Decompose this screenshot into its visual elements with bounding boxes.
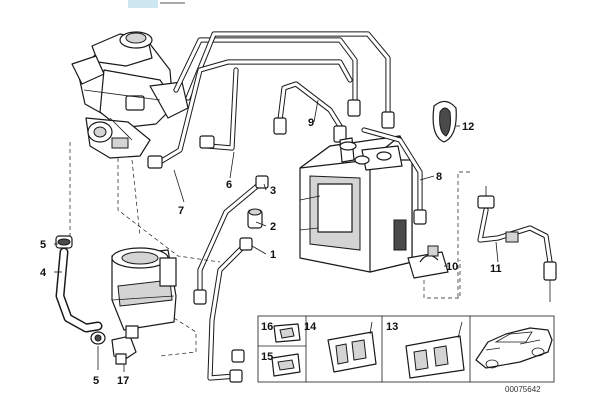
label-part-4: 4: [40, 267, 47, 279]
label-part-7: 7: [178, 205, 184, 217]
label-part-11: 11: [490, 263, 502, 275]
label-part-15: 15: [261, 351, 273, 363]
bracket-10: [407, 245, 449, 279]
master-cylinder-assembly: [71, 31, 189, 159]
lower-brake-lines: [193, 175, 269, 383]
label-part-2: 2: [270, 221, 276, 233]
label-part-9: 9: [308, 117, 314, 129]
label-part-5-top: 5: [40, 239, 46, 251]
label-part-5-bottom: 5: [93, 375, 99, 387]
union-nut-2: [247, 208, 263, 229]
label-part-10: 10: [446, 261, 458, 273]
inset-panel: [257, 315, 555, 383]
label-leaders: [54, 99, 499, 372]
upper-brake-lines: [157, 31, 391, 165]
label-part-6: 6: [226, 179, 232, 191]
elbow-fitting-17: [111, 325, 139, 365]
label-part-13: 13: [386, 321, 398, 333]
hose-4: [55, 235, 103, 333]
brake-line-9: [277, 81, 343, 129]
label-part-8: 8: [436, 171, 442, 183]
label-part-12: 12: [462, 121, 474, 133]
pump-motor-unit: [111, 247, 177, 331]
pipe-fittings: [147, 99, 395, 169]
label-part-3: 3: [270, 185, 276, 197]
hose-clamp-5-bottom: [90, 331, 106, 345]
wheel-speed-sensor-11: [477, 186, 557, 302]
corner-tab: [128, 0, 158, 8]
label-part-14: 14: [304, 321, 317, 333]
diagram-reference-number: 00075642: [505, 385, 541, 394]
part-labels: 1 2 3 4 5 5 6 7 8 9 10 11 12 13 14 15 16…: [40, 117, 502, 387]
brake-line-8: [361, 127, 427, 225]
hydraulic-control-unit: [299, 135, 413, 273]
label-part-17: 17: [117, 375, 129, 387]
label-part-1: 1: [270, 249, 276, 261]
label-part-16: 16: [261, 321, 273, 333]
grommet-12: [432, 100, 457, 143]
